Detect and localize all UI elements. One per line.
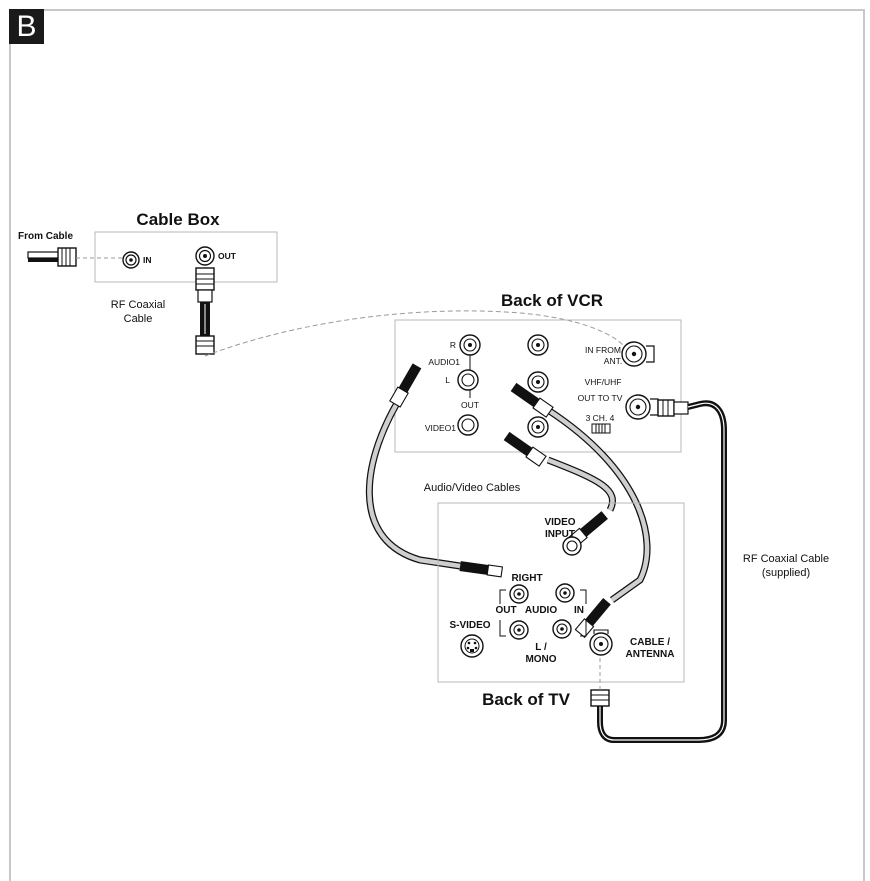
- tv-in-bracket-bottom: [580, 620, 587, 637]
- rf-coaxial-label-line1: RF Coaxial: [111, 299, 165, 311]
- vcr-channel-switch-icon: [591, 423, 611, 434]
- cable-box-out-label: OUT: [218, 251, 237, 261]
- cable-box-outline: [94, 231, 278, 283]
- tv-in-label: IN: [574, 605, 584, 616]
- av-plug-tv-in-icon: [574, 598, 611, 639]
- tv-out-bracket-bottom: [499, 620, 506, 637]
- cable-box-in-jack-icon: [122, 251, 140, 269]
- vcr-ch-switch-label: 3 CH. 4: [586, 413, 615, 423]
- vcr-title: Back of VCR: [501, 291, 603, 310]
- av-plug-vcr-audio-r-icon: [389, 363, 422, 408]
- vcr-out-to-tv-label: OUT TO TV: [578, 393, 623, 403]
- tv-out-label: OUT: [495, 605, 516, 616]
- rf-supplied-plug-tv-icon: [590, 689, 610, 707]
- vcr-video1-label: VIDEO1: [425, 423, 456, 433]
- vcr-r-label: R: [450, 340, 456, 350]
- av-cables-label: Audio/Video Cables: [424, 482, 521, 494]
- tv-audio-label: AUDIO: [525, 605, 557, 616]
- tv-title: Back of TV: [482, 690, 571, 709]
- av-cable-c-inner: [547, 457, 615, 512]
- from-cable-label: From Cable: [18, 231, 73, 242]
- tv-video-input-jack-icon: [562, 536, 582, 556]
- cable-box-out-jack-icon: [195, 246, 215, 266]
- tv-video-label-2: INPUT: [545, 529, 575, 540]
- vcr-audio-r-out-jack-icon: [459, 334, 481, 356]
- av-plug-vcr-audio-l-icon: [510, 382, 554, 418]
- rf-supplied-label-1: RF Coaxial Cable: [743, 553, 829, 565]
- tv-audio-right-in-jack-icon: [555, 583, 575, 603]
- tv-audio-right-out-jack-icon: [509, 584, 529, 604]
- tv-panel-outline: [437, 502, 685, 683]
- tv-cable-antenna-jack-icon: [589, 629, 613, 656]
- vcr-video-in-jack-icon: [527, 416, 549, 438]
- tv-l-mono-label-2: MONO: [525, 654, 556, 665]
- vcr-in-from-ant-jack-icon: [621, 341, 655, 367]
- tv-audio-left-in-jack-icon: [552, 619, 572, 639]
- vcr-out-label: OUT: [461, 400, 479, 410]
- tv-svideo-label: S-VIDEO: [449, 620, 490, 631]
- vcr-in-from-label-2: ANT.: [604, 356, 622, 366]
- rf-supplied-cable-inner: [599, 402, 725, 741]
- tv-l-mono-label-1: L /: [535, 642, 547, 653]
- av-cable-a-inner: [367, 388, 461, 569]
- vcr-audio-r-in-jack-icon: [527, 334, 549, 356]
- cable-box-to-vcr-dashed-line: [204, 310, 629, 357]
- vcr-out-to-tv-jack-icon: [625, 394, 659, 420]
- tv-video-label-1: VIDEO: [544, 517, 575, 528]
- tv-svideo-jack-icon: [460, 634, 484, 658]
- rf-coaxial-label-line2: Cable: [124, 313, 153, 325]
- tv-in-bracket-top: [580, 589, 587, 604]
- rf-supplied-label-2: (supplied): [762, 567, 810, 579]
- av-plug-vcr-video-icon: [503, 431, 547, 467]
- tv-cable-label-2: ANTENNA: [626, 649, 675, 660]
- cable-box-title: Cable Box: [136, 210, 220, 229]
- panel-badge: B: [9, 9, 44, 44]
- vcr-audio1-label: AUDIO1: [428, 357, 460, 367]
- tv-out-bracket-top: [499, 589, 506, 604]
- diagram-frame: [9, 9, 865, 881]
- vcr-audio-l-out-jack-icon: [457, 369, 479, 391]
- av-cable-b-outer: [546, 407, 651, 603]
- vcr-l-label: L: [445, 375, 450, 385]
- rf-coax-plug-icon: [195, 267, 215, 355]
- vcr-video-out-jack-icon: [457, 414, 479, 436]
- av-cable-b-inner: [546, 408, 650, 602]
- vcr-audio-l-in-jack-icon: [527, 371, 549, 393]
- tv-audio-left-out-jack-icon: [509, 620, 529, 640]
- rf-supplied-cable-outer: [597, 400, 727, 743]
- rf-supplied-plug-vcr-icon: [657, 399, 689, 417]
- vcr-in-from-label-1: IN FROM: [585, 345, 621, 355]
- vcr-vhf-uhf-label: VHF/UHF: [585, 377, 622, 387]
- from-cable-connector-icon: [27, 247, 77, 267]
- tv-cable-label-1: CABLE /: [630, 637, 670, 648]
- tv-right-label: RIGHT: [511, 573, 542, 584]
- cable-box-in-label: IN: [143, 255, 152, 265]
- av-plug-tv-right-icon: [459, 561, 504, 578]
